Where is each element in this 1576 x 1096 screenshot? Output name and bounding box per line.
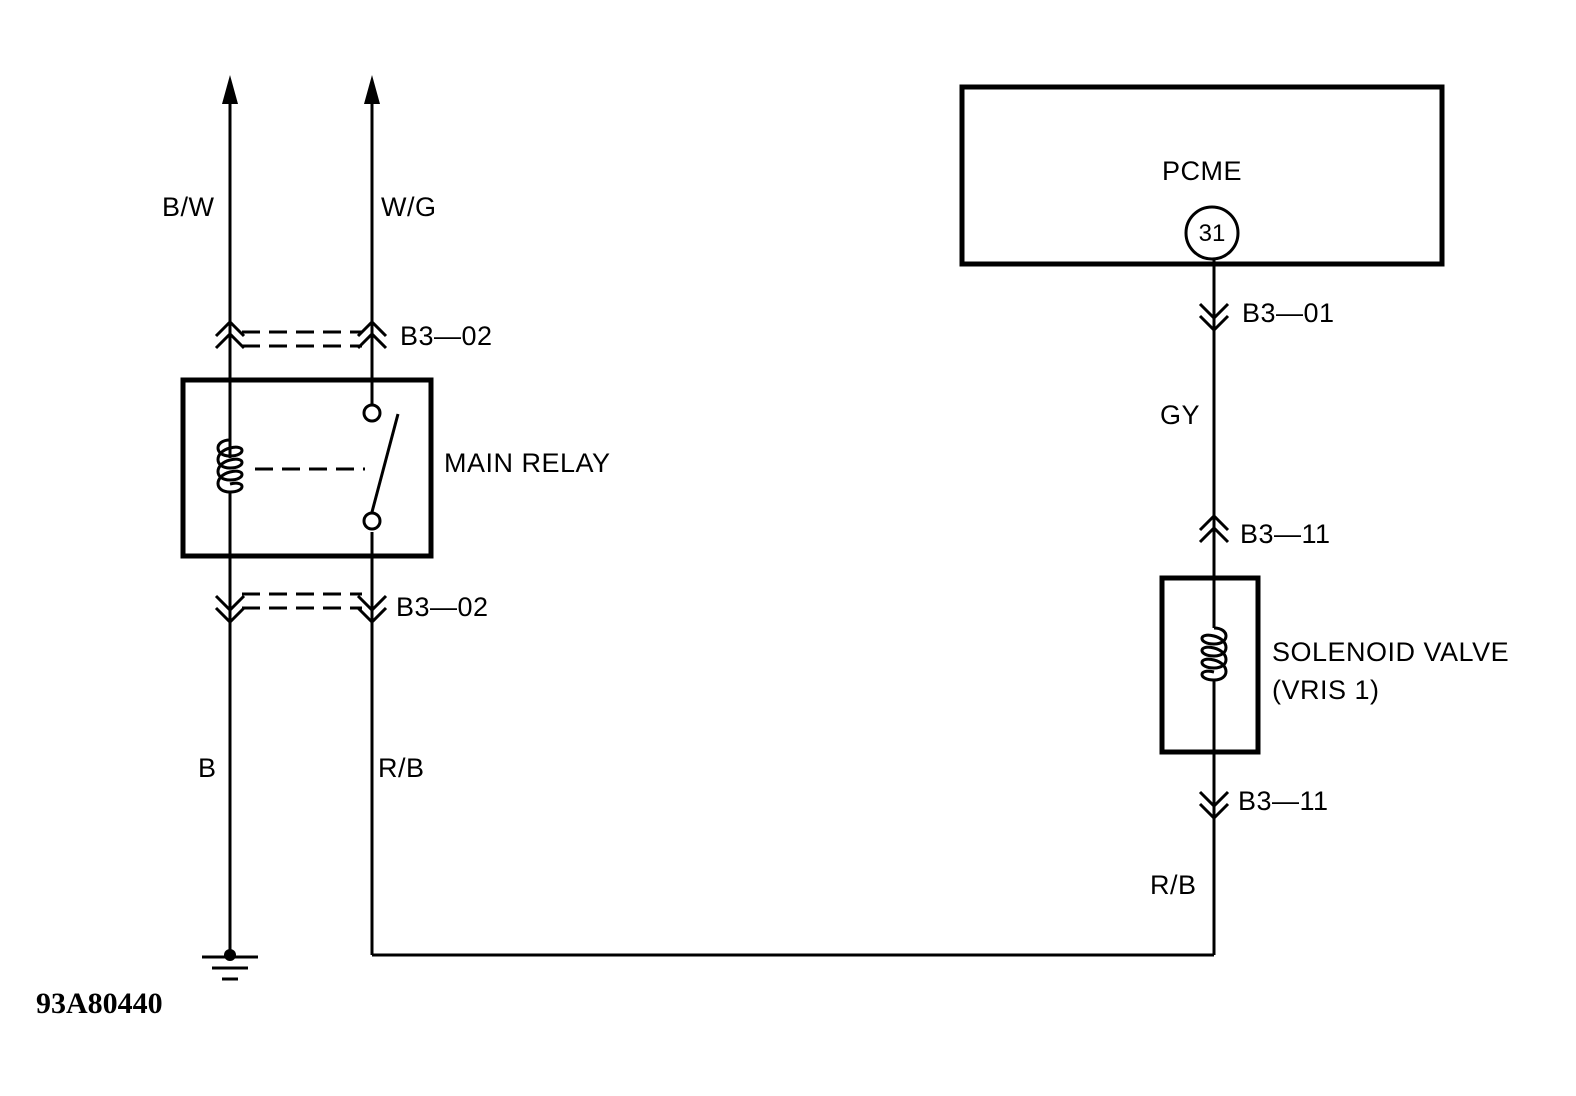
wire-wg-rb (364, 75, 1214, 957)
pcme-pin-label: 31 (1199, 220, 1226, 247)
solenoid-label-line2: (VRIS 1) (1272, 675, 1380, 705)
connector-label-solenoid-top: B3—11 (1240, 519, 1331, 549)
solenoid-label-line1: SOLENOID VALVE (1272, 637, 1509, 667)
main-relay (180, 377, 434, 559)
arrow-up-icon (222, 75, 238, 104)
wire-bw-b (222, 75, 238, 955)
coil-icon (1200, 626, 1228, 682)
coil-icon (216, 438, 244, 494)
connector-b3-01 (1198, 302, 1230, 333)
wire-label-gy: GY (1160, 400, 1200, 430)
solenoid-valve (1159, 575, 1261, 755)
connector-label-pcme: B3—01 (1242, 298, 1335, 328)
pcme-pin-circle (1184, 205, 1240, 261)
connector-b3-11-top (1198, 513, 1230, 544)
pcme-module (959, 84, 1445, 267)
connector-label-solenoid-bottom: B3—11 (1238, 786, 1329, 816)
relay-contact-bottom (362, 511, 382, 531)
figure-id: 93A80440 (36, 987, 163, 1020)
pcme-label: PCME (1162, 156, 1242, 186)
relay-switch-arm (370, 413, 400, 513)
relay-label: MAIN RELAY (444, 448, 611, 478)
arrow-up-icon (364, 75, 380, 104)
connector-label-relay-bottom: B3—02 (396, 592, 489, 622)
wire-label-b: B (198, 753, 217, 783)
wire-label-wg: W/G (381, 192, 437, 222)
connector-label-relay-top: B3—02 (400, 321, 493, 351)
relay-contact-top (362, 403, 382, 423)
connector-b3-02-top (214, 319, 388, 350)
wire-label-rb-right: R/B (1150, 870, 1197, 900)
connector-b3-11-bottom (1198, 790, 1230, 821)
wire-label-bw: B/W (162, 192, 215, 222)
wire-label-rb-left: R/B (378, 753, 425, 783)
ground-icon (202, 949, 258, 981)
connector-b3-02-bottom (214, 592, 388, 625)
